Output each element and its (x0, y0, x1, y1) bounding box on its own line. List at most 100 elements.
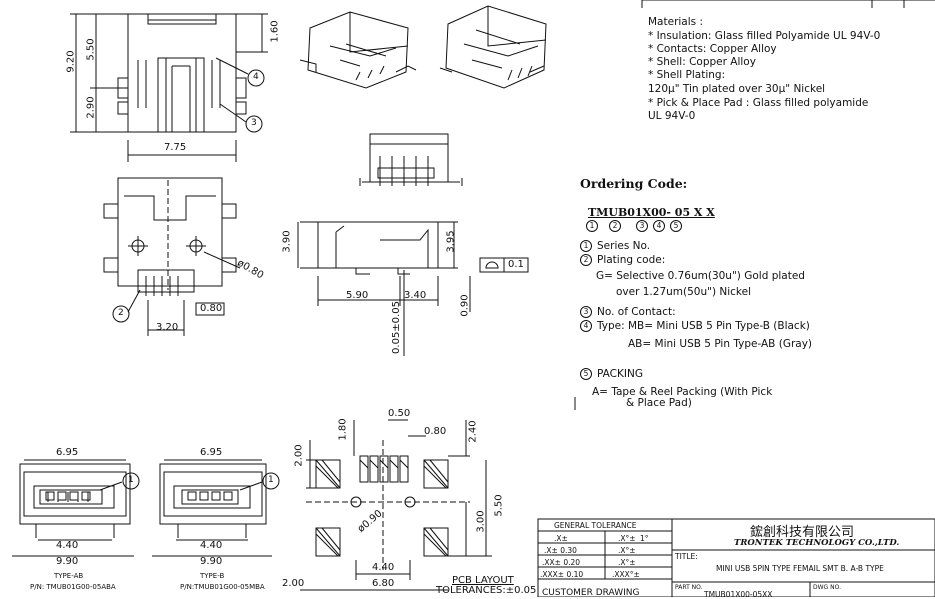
materials-heading: Materials : (648, 16, 704, 28)
type-ab-view (12, 459, 134, 557)
callout-2-label: 2 (118, 308, 124, 318)
callout-2 (112, 305, 130, 323)
packing-label: PACKING (597, 368, 643, 380)
packing-a: A= Tape & Reel Packing (With Pick (592, 386, 773, 398)
pcb-layout (300, 419, 492, 591)
tol-row: .XXX± 0.10 (540, 570, 584, 579)
customer-drawing: CUSTOMER DRAWING (542, 588, 640, 598)
type-b-view (152, 459, 272, 557)
dim-side-gap: 0.90 (459, 294, 471, 317)
dim-top-width: 7.75 (164, 142, 187, 153)
materials-line: * Shell Plating: (648, 69, 726, 81)
callout-4 (247, 69, 265, 87)
dim-pin-span: 3.20 (156, 322, 179, 333)
front-detail (359, 133, 463, 186)
dim-b-top: 6.95 (200, 447, 223, 458)
callout-1-b-label: 1 (268, 475, 274, 485)
dim-side-left-width: 5.90 (346, 290, 369, 301)
dim-b-inner: 4.40 (200, 540, 223, 551)
materials-line: * Shell: Copper Alloy (648, 56, 756, 68)
dim-pcb-right-top: 2.40 (467, 420, 479, 443)
top-view (70, 13, 268, 162)
dim-side-height-left: 3.90 (281, 230, 293, 253)
marker-1: 1 (586, 220, 598, 232)
marker-3-contacts: 3 (580, 306, 592, 318)
marker-4-type: 4 (580, 320, 592, 332)
tol-row: .XXX°± (612, 570, 640, 579)
plating-g: G= Selective 0.76um(30u") Gold plated (596, 270, 805, 282)
bottom-view (103, 177, 241, 336)
tol-row: .X°± (618, 546, 636, 555)
ordering-code: TMUB01X00- 05 X X (588, 206, 715, 219)
general-tolerance: GENERAL TOLERANCE (554, 521, 637, 530)
dim-pcb-right-mid: 3.00 (475, 510, 487, 533)
dim-top-right: 1.60 (269, 20, 281, 43)
ordering-title: Ordering Code: (580, 176, 688, 191)
dim-top-height: 9.20 (65, 50, 77, 73)
dim-top-lower: 2.90 (85, 96, 97, 119)
tol-row: .X± 0.30 (544, 546, 577, 555)
type-b-pn: P/N:TMUB01G00-05MBA (180, 583, 265, 591)
marker-1-series: 1 (580, 240, 592, 252)
dim-pcb-pad-height: 1.80 (337, 418, 349, 441)
dim-side-height-right: 3.95 (445, 230, 457, 253)
marker-2: 2 (609, 220, 621, 232)
packing-a2: & Place Pad) (626, 397, 692, 409)
pcb-tolerances: TOLERANCES:±0.05 (436, 585, 537, 596)
type-label: Type: MB= Mini USB 5 Pin Type-B (Black) (597, 320, 810, 332)
type-ab-pn: P/N: TMUB01G00-05ABA (30, 583, 116, 591)
marker-2-plating: 2 (580, 254, 592, 266)
dim-pcb-total-span: 6.80 (372, 578, 395, 589)
dim-pcb-pad-width: 0.80 (424, 426, 447, 437)
plating-label: Plating code: (597, 254, 666, 266)
dim-pcb-inner-span: 4.40 (372, 562, 395, 573)
part-label: PART NO. (675, 584, 703, 591)
tol-row: 1° (640, 534, 649, 543)
tol-row: .X°± (618, 534, 636, 543)
company-name-cn: 鋐創科技有限公司 (750, 525, 855, 540)
callout-1-ab (122, 472, 140, 490)
materials-line: UL 94V-0 (648, 110, 696, 122)
callout-1-ab-label: 1 (128, 475, 134, 485)
tol-row: .X°± (618, 558, 636, 567)
flatness-value: 0.1 (508, 259, 524, 270)
tol-row: .XX± 0.20 (542, 558, 581, 567)
materials-line: * Pick & Place Pad : Glass filled polyam… (648, 97, 869, 109)
dwg-label: DWG NO. (813, 584, 841, 591)
title-value: MINI USB 5PIN TYPE FEMAIL SMT B. A-B TYP… (716, 564, 884, 573)
callout-4-label: 4 (253, 72, 259, 82)
materials-line: 120μ" Tin plated over 30μ" Nickel (648, 83, 826, 95)
company-name-en: TRONTEK TECHNOLOGY CO.,LTD. (734, 538, 900, 548)
pcb-layout-title: PCB LAYOUT (452, 575, 514, 586)
title-label: TITLE: (675, 552, 698, 561)
dim-top-upper: 5.50 (85, 38, 97, 61)
iso-view-1 (299, 11, 417, 89)
type-ab-label: TYPE-AB (54, 572, 84, 580)
marker-5: 5 (670, 220, 682, 232)
dim-side-right-width: 3.40 (404, 290, 427, 301)
dim-pcb-pad-pitch: 0.50 (388, 408, 411, 419)
dim-pcb-left-offset: 2.00 (282, 578, 305, 589)
marker-3: 3 (636, 220, 648, 232)
dim-b-bottom: 9.90 (200, 556, 223, 567)
dim-ab-bottom: 9.90 (56, 556, 79, 567)
dim-side-offset: 0.05±0.05 (390, 301, 402, 354)
dim-pin-pitch-box: 0.80 (200, 303, 223, 314)
materials-line: * Contacts: Copper Alloy (648, 43, 777, 55)
tol-row: .X± (554, 534, 568, 543)
side-view (297, 221, 529, 356)
dim-ab-inner: 4.40 (56, 540, 79, 551)
part-value: TMUB01X00-05XX (704, 590, 773, 599)
materials-line: * Insulation: Glass filled Polyamide UL … (648, 30, 881, 42)
marker-5-packing: 5 (580, 368, 592, 380)
iso-view-2 (439, 5, 547, 89)
callout-1-b (262, 472, 280, 490)
title-block (537, 0, 935, 597)
marker-4: 4 (653, 220, 665, 232)
dim-pcb-top-gap: 2.00 (293, 444, 305, 467)
series-label: Series No. (597, 240, 651, 252)
callout-3 (245, 115, 263, 133)
dim-ab-top: 6.95 (56, 447, 79, 458)
